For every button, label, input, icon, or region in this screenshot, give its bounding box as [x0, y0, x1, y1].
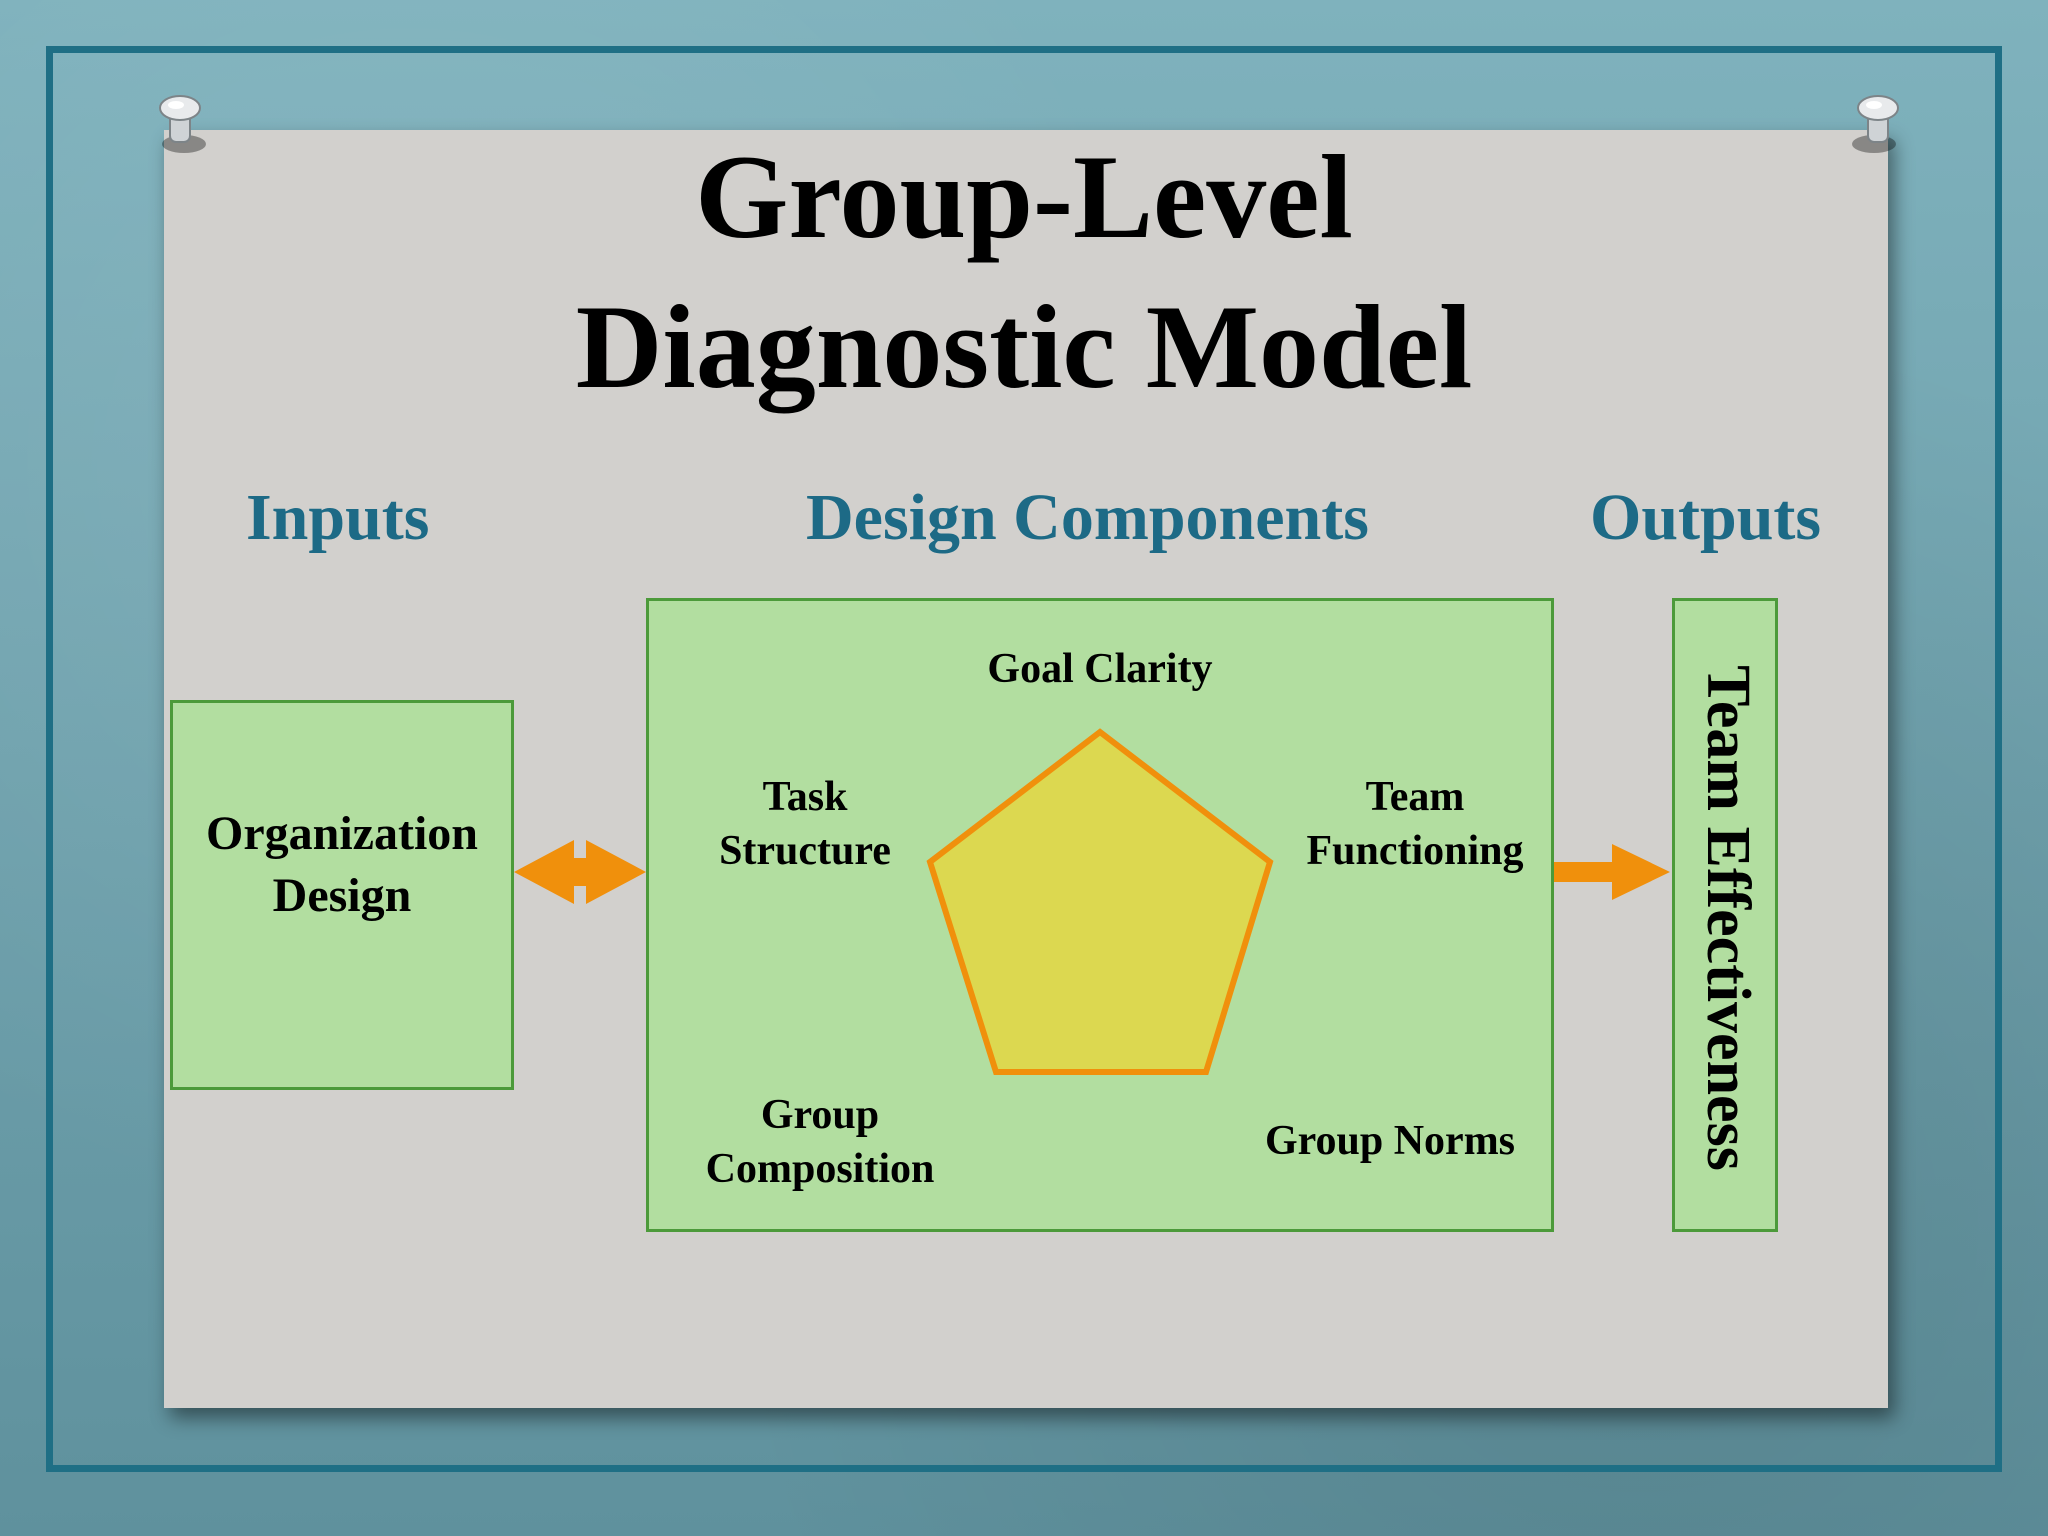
pushpin-right-icon: [1852, 95, 1899, 153]
slide-frame: [46, 46, 2002, 1472]
input-box-text: Organization Design: [173, 803, 511, 927]
output-box-team-effectiveness: Team Effectiveness: [1672, 598, 1778, 1232]
input-box-line-1: Organization: [206, 807, 478, 860]
component-group-composition-line-1: Group: [760, 1092, 880, 1138]
component-team-functioning-line-1: Team: [1365, 774, 1465, 820]
component-task-structure: Task Structure: [680, 770, 930, 878]
component-group-composition: Group Composition: [680, 1088, 960, 1196]
component-team-functioning: Team Functioning: [1280, 770, 1550, 878]
input-box-line-2: Design: [272, 869, 412, 922]
pentagon-shape: [926, 728, 1274, 1075]
component-group-norms: Group Norms: [1264, 1118, 1516, 1164]
component-task-structure-line-2: Structure: [719, 828, 891, 874]
outputs-label: Outputs: [1590, 481, 1822, 554]
slide-title-line-2: Diagnostic Model: [575, 280, 1473, 413]
slide-title-line-1: Group-Level: [695, 130, 1353, 263]
component-goal-clarity: Goal Clarity: [987, 646, 1213, 692]
inputs-label: Inputs: [246, 481, 430, 554]
right-arrow-icon: [1554, 844, 1670, 900]
input-box-organization-design: Organization Design: [170, 700, 514, 1090]
component-task-structure-line-1: Task: [762, 774, 848, 820]
double-arrow-icon: [514, 840, 646, 904]
pushpin-left-icon: [159, 95, 206, 153]
component-group-composition-line-2: Composition: [705, 1146, 935, 1192]
component-team-functioning-line-2: Functioning: [1306, 828, 1524, 874]
design-components-label: Design Components: [806, 481, 1369, 554]
